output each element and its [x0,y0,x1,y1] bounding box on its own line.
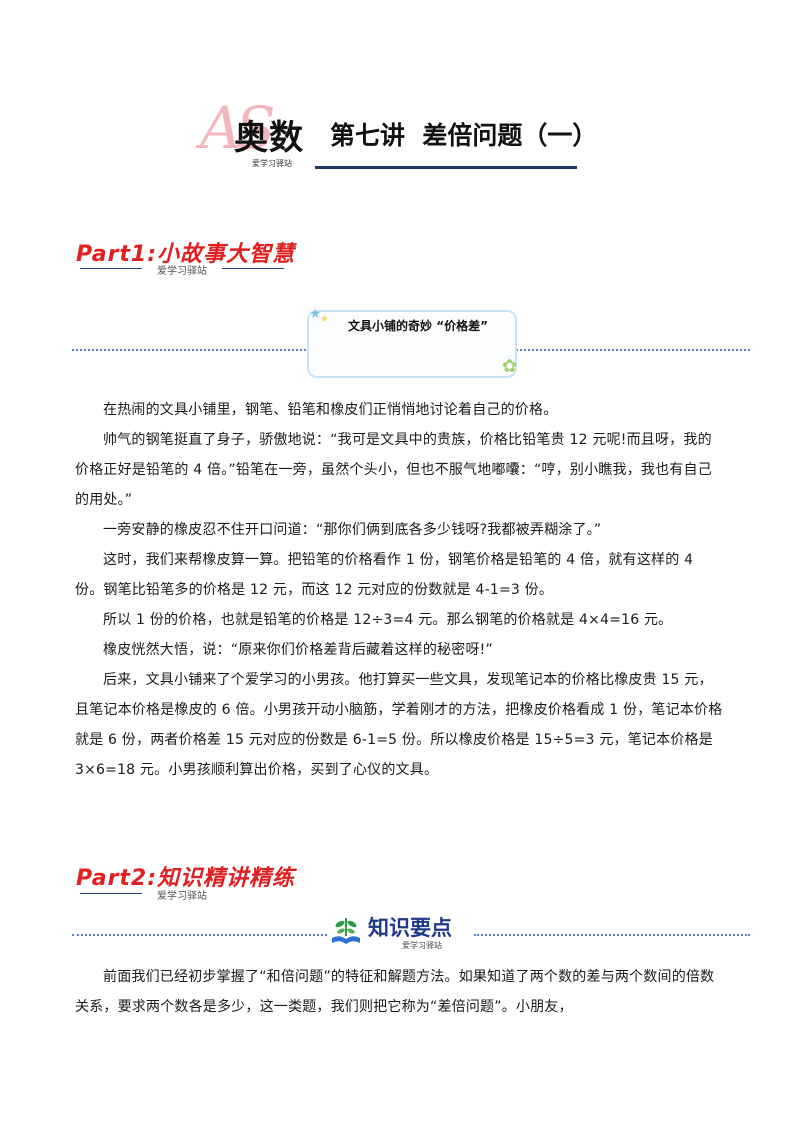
part2-heading-p: P [76,866,92,891]
part1-heading: Part1:小故事大智慧 [76,236,295,268]
part2-heading: Part2:知识精讲精练 [76,860,295,892]
part1-heading-p: P [76,242,92,267]
bow-sticker-icon: ✿ [502,356,518,377]
story-paragraph: 后来，文具小铺来了个爱学习的小男孩。他打算买一些文具，发现笔记本的价格比橡皮贵 … [75,672,723,778]
logo-main-text: 奥数 [234,118,304,158]
kp-divider-right [474,934,750,936]
logo-subtext: 爱学习驿站 [252,159,292,168]
knowledge-points-title: 知识要点 [368,916,452,940]
story-paragraph: 在热闹的文具小铺里，钢笔、铅笔和橡皮们正悄悄地讨论着自己的价格。 [103,402,558,418]
story-paragraph: 所以 1 份的价格，也就是铅笔的价格是 12÷3=4 元。那么钢笔的价格就是 4… [103,612,673,628]
title-underline [315,166,577,169]
part1-rule-left [80,268,142,269]
story-paragraph: 这时，我们来帮橡皮算一算。把铅笔的价格看作 1 份，钢笔价格是铅笔的 4 倍，就… [75,552,694,598]
knowledge-points-subtitle: 爱学习驿站 [402,941,442,950]
knowledge-intro-paragraph: 前面我们已经初步掌握了“和倍问题”的特征和解题方法。如果知道了两个数的差与两个数… [75,969,715,1015]
star-sticker-icon: ★ [309,306,322,322]
part1-heading-text: art1:小故事大智慧 [91,242,296,267]
part2-rule-left [80,893,142,894]
story-paragraph: 一旁安静的橡皮忍不住开口问道：“那你们俩到底各多少钱呀?我都被弄糊涂了。” [103,522,602,538]
part1-subtitle: 爱学习驿站 [157,266,207,277]
book-plant-icon [328,912,364,948]
part2-subtitle: 爱学习驿站 [157,891,207,902]
story-paragraph: 橡皮恍然大悟，说：“原来你们价格差背后藏着这样的秘密呀!” [103,642,493,658]
part2-heading-text: art2:知识精讲精练 [91,866,296,891]
part1-rule-right [222,268,284,269]
story-title: 文具小铺的奇妙 “价格差” [348,319,488,333]
kp-divider-left [72,934,327,936]
story-title-box [307,310,517,378]
logo-letters: AS [200,94,276,162]
small-star-icon: ★ [320,314,329,325]
brand-logo: AS 奥数 爱学习驿站 [200,94,320,172]
lecture-title: 第七讲 差倍问题（一） [330,121,598,150]
story-paragraph: 帅气的钢笔挺直了身子，骄傲地说：“我可是文具中的贵族，价格比铅笔贵 12 元呢!… [75,432,712,508]
